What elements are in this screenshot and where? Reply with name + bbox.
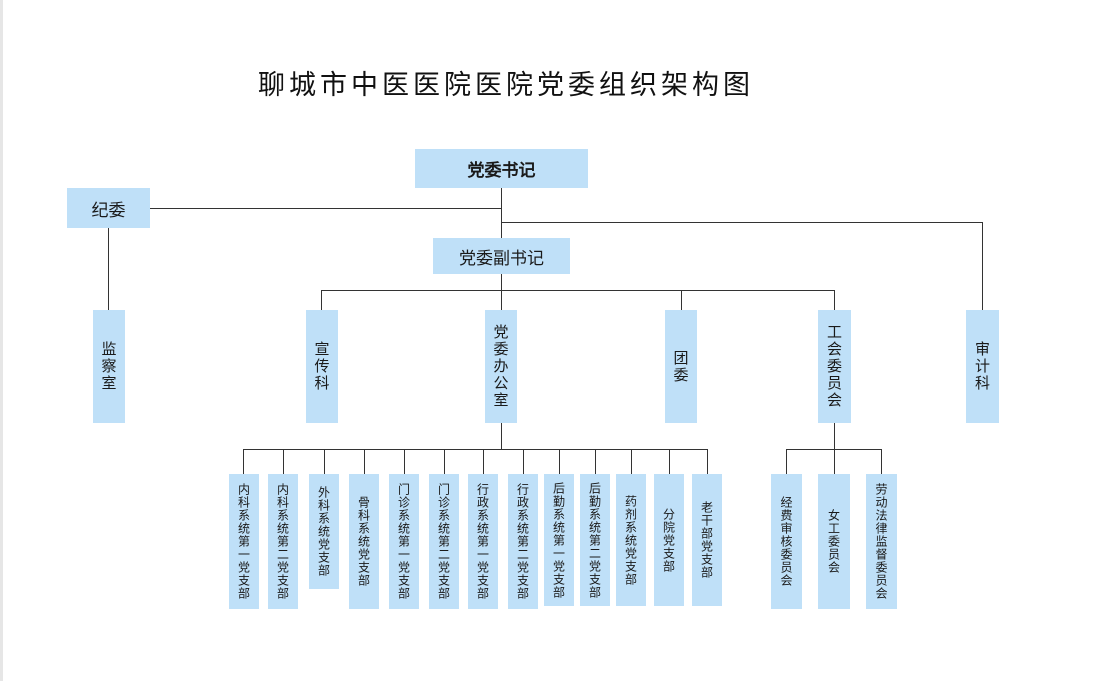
branch-box: 门诊系统第二党支部 — [429, 474, 459, 609]
connector-line — [881, 449, 882, 474]
node-supervision: 监察室 — [93, 310, 125, 423]
connector-line — [595, 449, 596, 474]
connector-line — [150, 208, 501, 209]
connector-line — [834, 423, 835, 449]
connector-line — [243, 449, 244, 474]
node-youth: 团委 — [665, 310, 697, 423]
union-committee-box: 女工委员会 — [818, 474, 850, 609]
connector-line — [523, 449, 524, 474]
branch-box: 药剂系统党支部 — [616, 474, 646, 606]
node-discipline: 纪委 — [67, 188, 150, 228]
branch-box: 后勤系统第二党支部 — [580, 474, 610, 606]
node-deputy: 党委副书记 — [433, 238, 570, 274]
connector-line — [681, 290, 682, 310]
connector-line — [444, 449, 445, 474]
connector-line — [501, 274, 502, 310]
node-secretary: 党委书记 — [415, 149, 588, 188]
connector-line — [834, 290, 835, 310]
chart-title: 聊城市中医医院医院党委组织架构图 — [258, 70, 754, 101]
connector-line — [707, 449, 708, 474]
branch-box: 骨科系统党支部 — [349, 474, 379, 609]
connector-line — [321, 290, 322, 310]
branch-box: 行政系统第二党支部 — [508, 474, 538, 609]
connector-line — [364, 449, 365, 474]
union-committee-box: 劳动法律监督委员会 — [866, 474, 897, 609]
connector-line — [834, 449, 835, 474]
connector-line — [108, 228, 109, 310]
connector-line — [559, 449, 560, 474]
connector-line — [243, 449, 708, 450]
connector-line — [324, 449, 325, 474]
connector-line — [321, 290, 835, 291]
branch-box: 内科系统第二党支部 — [268, 474, 298, 609]
page-edge — [0, 0, 3, 681]
connector-line — [404, 449, 405, 474]
connector-line — [631, 449, 632, 474]
node-publicity: 宣传科 — [306, 310, 338, 423]
connector-line — [501, 188, 502, 238]
union-committee-box: 经费审核委员会 — [771, 474, 802, 609]
node-union: 工会委员会 — [818, 310, 851, 423]
branch-box: 内科系统第一党支部 — [229, 474, 259, 609]
branch-box: 老干部党支部 — [692, 474, 722, 606]
branch-box: 行政系统第一党支部 — [468, 474, 498, 609]
branch-box: 分院党支部 — [654, 474, 684, 606]
branch-box: 门诊系统第一党支部 — [389, 474, 419, 609]
connector-line — [483, 449, 484, 474]
branch-box: 后勤系统第一党支部 — [544, 474, 574, 606]
connector-line — [982, 222, 983, 310]
connector-line — [669, 449, 670, 474]
connector-line — [501, 222, 983, 223]
connector-line — [283, 449, 284, 474]
connector-line — [786, 449, 787, 474]
node-office: 党委办公室 — [485, 310, 517, 423]
node-audit: 审计科 — [966, 310, 999, 423]
branch-box: 外科系统党支部 — [309, 474, 339, 589]
connector-line — [501, 423, 502, 449]
